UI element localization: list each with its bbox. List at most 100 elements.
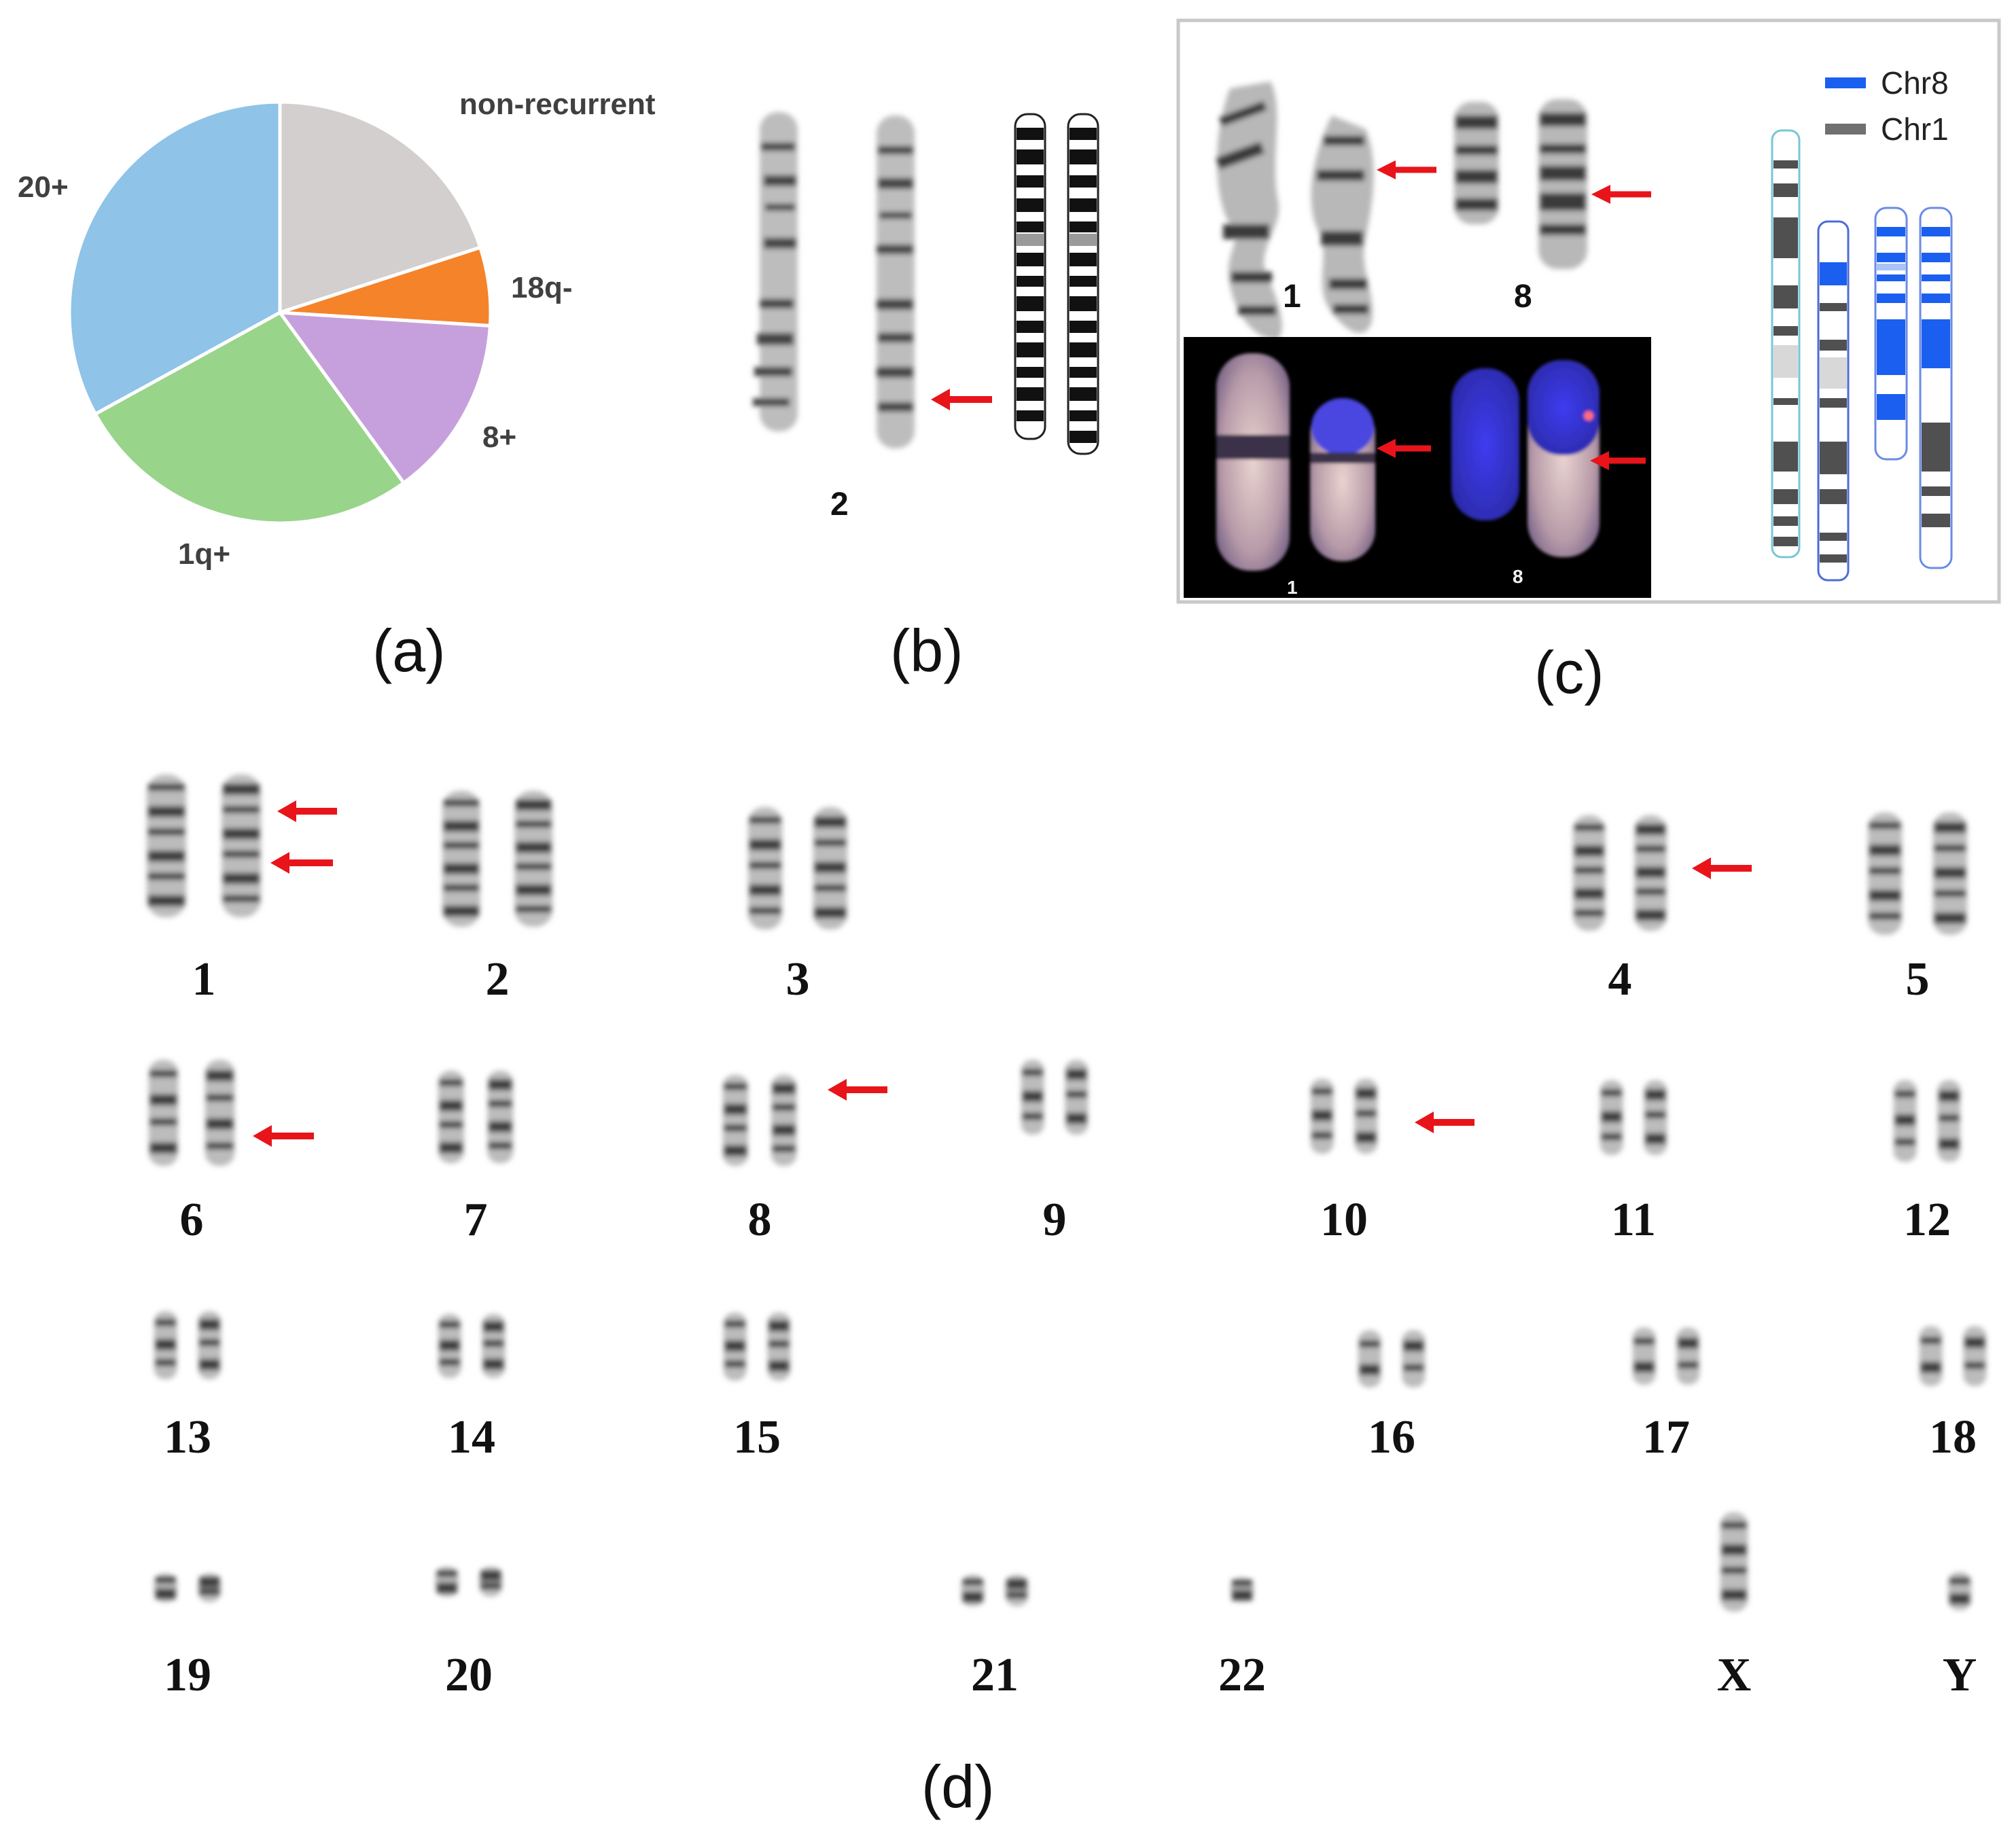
chromosome-pair-6: 6 xyxy=(148,1060,235,1246)
pie-slice-3 xyxy=(276,310,493,486)
chromosome xyxy=(1358,1330,1381,1387)
chromosome-band xyxy=(1934,822,1966,833)
chromosome-band xyxy=(1601,1089,1622,1097)
chromosome-band xyxy=(480,1582,501,1590)
chromosome-band xyxy=(147,783,185,791)
chromosome xyxy=(1676,1328,1700,1385)
chromosome-band xyxy=(443,799,479,806)
chromosome-band xyxy=(749,839,781,851)
chromosome-band xyxy=(1894,1114,1915,1126)
chromosome-band xyxy=(1636,823,1666,835)
chromosome-band xyxy=(768,1320,790,1332)
chromosome-band xyxy=(155,1319,176,1326)
panel-c-fish-label-chr8: 8 xyxy=(1513,566,1523,587)
chromosome xyxy=(1963,1326,1987,1386)
chromosome-band xyxy=(206,1118,234,1130)
chromosome-band xyxy=(1601,1111,1622,1122)
panel-b-chromosome-right xyxy=(877,116,915,448)
chromosome-band xyxy=(724,1103,747,1115)
chromosome-band xyxy=(724,1145,747,1156)
panel-b-ideogram-left xyxy=(1014,113,1046,440)
chromosome-pair-14: 14 xyxy=(438,1314,506,1463)
chromosome-band xyxy=(1232,1580,1252,1586)
chromosome-pair-16: 16 xyxy=(1358,1330,1426,1463)
legend-swatch-chr8 xyxy=(1825,77,1866,88)
chromosome-band xyxy=(489,1142,512,1150)
chromosome-band xyxy=(1636,888,1666,895)
chromosome-band xyxy=(1939,1138,1960,1150)
chromosome-band xyxy=(223,783,260,795)
chromosome-band xyxy=(443,842,479,849)
chromosome-label: 17 xyxy=(1642,1411,1690,1463)
chromosome-band xyxy=(1022,1113,1043,1120)
panel-c-ideogram-chr8-normal xyxy=(1874,207,1908,461)
pie-label-1q: 1q+ xyxy=(178,537,230,571)
chromosome-label: 2 xyxy=(486,953,510,1006)
pie-label-20plus: 20+ xyxy=(18,171,69,204)
chromosome-pair-11: 11 xyxy=(1600,1080,1667,1246)
chromosome-pair-4: 4 xyxy=(1572,815,1667,1006)
chromosome-label: 16 xyxy=(1368,1411,1415,1463)
chromosome-band xyxy=(149,1094,177,1105)
chromosome-band xyxy=(199,1576,220,1588)
chromosome-band xyxy=(1066,1113,1087,1124)
chromosome-band xyxy=(1934,912,1966,924)
chromosome-band xyxy=(772,1124,796,1136)
chromosome-band xyxy=(439,1142,463,1154)
panel-c-ideogram-chr8-derivative xyxy=(1919,207,1953,569)
chromosome-band xyxy=(1645,1133,1666,1145)
chromosome xyxy=(1720,1512,1748,1612)
chromosome-band xyxy=(1232,1590,1252,1601)
chromosome-band xyxy=(199,1588,220,1595)
chromosome-band xyxy=(480,1570,501,1581)
chromosome-band xyxy=(439,1121,463,1129)
panel-c-gband-label-chr1: 1 xyxy=(1283,279,1301,315)
chromosome-label: 1 xyxy=(192,953,216,1006)
chromosome-band xyxy=(155,1339,176,1351)
chromosome-band xyxy=(489,1079,512,1090)
chromosome-band xyxy=(1869,912,1901,920)
chromosome-pair-8: 8 xyxy=(722,1075,797,1246)
chromosome-band xyxy=(223,851,260,858)
chromosome-band xyxy=(814,907,847,919)
chromosome-band xyxy=(1645,1111,1666,1118)
red-arrow xyxy=(1377,160,1436,179)
chromosome-pair-19: 19 xyxy=(154,1574,222,1701)
chromosome-label: 6 xyxy=(180,1194,204,1246)
chromosome-band xyxy=(199,1319,220,1330)
chromosome-band xyxy=(439,1358,460,1366)
chromosome-band xyxy=(749,817,781,823)
chromosome-band xyxy=(223,895,260,902)
chromosome xyxy=(771,1075,797,1166)
chromosome-band xyxy=(206,1094,234,1101)
chromosome-label: Y xyxy=(1943,1649,1977,1701)
chromosome-band xyxy=(1678,1362,1699,1368)
chromosome-band xyxy=(206,1070,234,1082)
chromosome-band xyxy=(1920,1337,1941,1344)
chromosome-band xyxy=(1311,1109,1332,1121)
panel-c-ideogram-chr1-normal xyxy=(1771,129,1801,558)
chromosome-pair-17: 17 xyxy=(1632,1328,1700,1463)
panel-c-gband-label-chr8: 8 xyxy=(1514,279,1532,315)
chromosome-label: 9 xyxy=(1043,1194,1067,1246)
chromosome-band xyxy=(768,1340,790,1348)
pie-slice-5 xyxy=(67,100,282,416)
chromosome-band xyxy=(155,1588,176,1599)
chromosome-band xyxy=(1869,845,1901,856)
chromosome-band xyxy=(443,863,479,874)
chromosome-band xyxy=(199,1339,220,1347)
red-arrow xyxy=(1591,185,1651,204)
chromosome-band xyxy=(443,821,479,832)
chromosome-label: 21 xyxy=(971,1649,1019,1701)
chromosome-band xyxy=(1403,1364,1424,1371)
chromosome-band xyxy=(1359,1364,1380,1375)
chromosome-band xyxy=(149,1118,177,1126)
chromosome-label: 19 xyxy=(164,1649,211,1701)
chromosome xyxy=(1632,1328,1656,1385)
chromosome-band xyxy=(1633,1338,1655,1345)
chromosome-band xyxy=(814,817,847,828)
chromosome-pair-2: 2 xyxy=(442,791,553,1006)
chromosome-band xyxy=(1006,1578,1027,1590)
panel-c-fish-chr1-left xyxy=(1216,353,1290,571)
pie-chart xyxy=(67,100,493,525)
